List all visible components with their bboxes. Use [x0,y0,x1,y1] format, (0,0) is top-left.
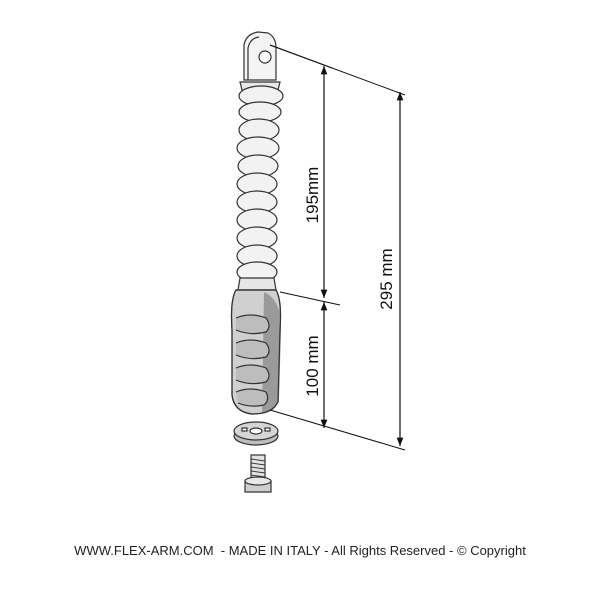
handle-grip [230,289,282,415]
dimension-lines [320,66,404,446]
mount-tip [239,31,281,91]
dimension-label-100mm: 100 mm [303,335,322,396]
dimension-label-295mm: 295 mm [377,248,396,309]
flexible-arm [236,85,284,291]
base-plate [233,421,279,446]
dimension-label-195mm: 195mm [303,167,322,224]
mounting-screw [244,454,272,493]
footer-copyright: WWW.FLEX-ARM.COM - MADE IN ITALY - All R… [74,543,526,558]
extension-lines [269,44,406,451]
